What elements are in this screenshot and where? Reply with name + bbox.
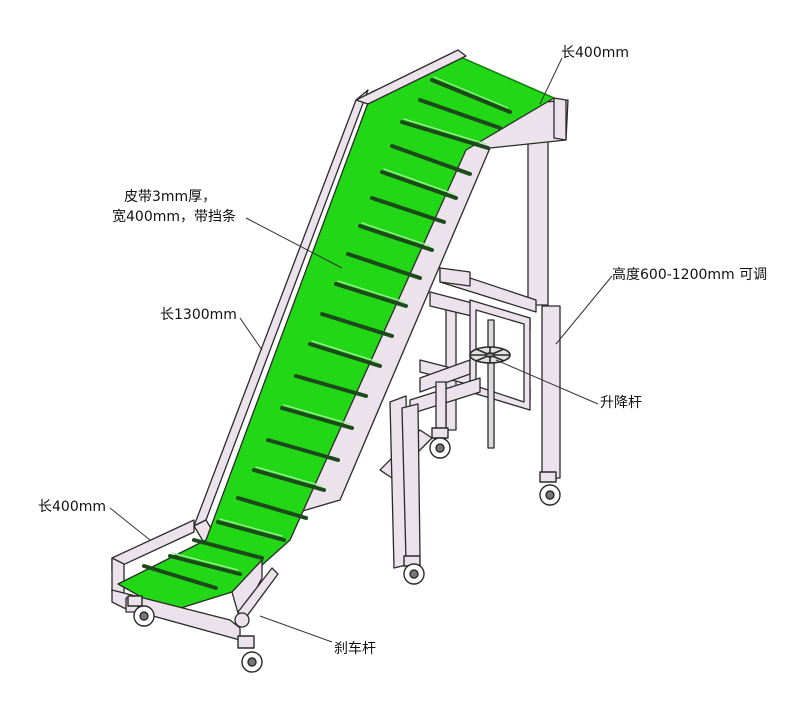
caster-rear-left	[429, 427, 451, 459]
head-frame	[355, 49, 567, 141]
label-incline-length: 长1300mm	[160, 307, 237, 323]
label-belt-spec-line1: 皮带3mm厚，	[124, 189, 217, 205]
cleat-highlights	[171, 76, 509, 571]
label-brake-lever: 刹车杆	[334, 641, 376, 657]
brake-lever	[234, 567, 279, 628]
label-top-length: 长400mm	[561, 45, 629, 61]
label-lift-rod: 升降杆	[600, 395, 642, 411]
leader-lines	[109, 57, 613, 643]
caster-tail-right	[237, 635, 263, 673]
lift-rod	[487, 319, 495, 449]
label-bottom-length: 长400mm	[38, 499, 106, 515]
front-legs	[389, 395, 421, 569]
handwheel	[469, 346, 511, 364]
caster-rear-right	[539, 471, 561, 506]
belt-cleats	[142, 78, 512, 590]
caster-front-right	[403, 555, 425, 585]
label-height-adjust: 高度600-1200mm 可调	[612, 267, 768, 283]
caster-wheels	[127, 427, 561, 673]
label-belt-spec-line2: 宽400mm，带挡条	[112, 209, 236, 225]
back-legs	[445, 139, 561, 479]
caster-tail-left	[127, 595, 155, 627]
